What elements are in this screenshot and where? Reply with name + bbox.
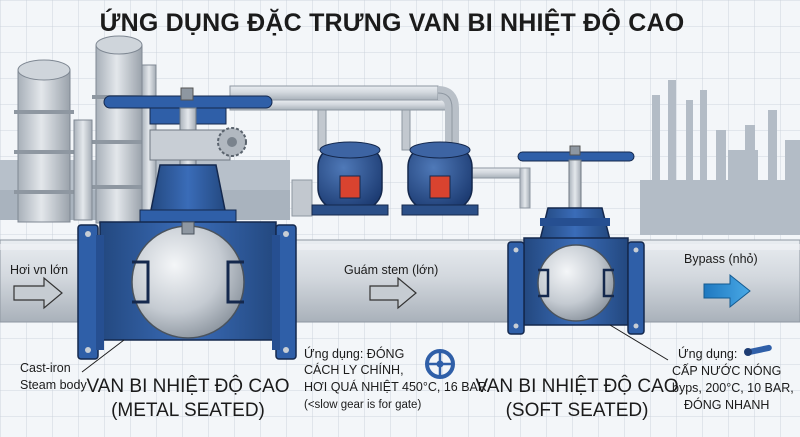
app-right-line4: ĐÓNG NHANH: [684, 397, 769, 412]
right-callout-line: [609, 324, 669, 361]
gear-icon: [149, 127, 247, 161]
flow-label-left: Hơi vn lớn: [10, 263, 68, 277]
flow-label-right: Bypass (nhỏ): [684, 252, 758, 266]
boiler-right: [401, 141, 479, 216]
app-left-line3: HƠI QUÁ NHIỆT 450°C, 16 BAR: [304, 379, 487, 394]
flow-arrow-right: [703, 273, 751, 309]
app-right-line3: byps, 200°C, 10 BAR,: [672, 381, 794, 395]
app-left-line2: CÁCH LY CHÍNH,: [304, 362, 404, 377]
boiler-left: [311, 141, 389, 216]
app-left-line1: Ứng dụng: ĐÓNG: [304, 346, 404, 361]
page-title: ỨNG DỤNG ĐẶC TRƯNG VAN BI NHIỆT ĐỘ CAO: [100, 7, 685, 37]
valve-right-type: (SOFT SEATED): [506, 400, 649, 421]
soft-seated-valve: [507, 145, 645, 335]
metal-seated-valve: [77, 87, 297, 360]
body-label-line1: Cast-iron: [20, 361, 71, 375]
handwheel-small-icon: [425, 349, 455, 379]
flow-arrow-left: [13, 276, 63, 310]
flow-arrow-middle: [369, 276, 417, 310]
app-right-line1: Ứng dụng:: [678, 346, 737, 361]
body-label-line2: Steam body: [20, 378, 87, 392]
flame-window-right: [429, 175, 451, 199]
handwheel-left-icon: [103, 87, 273, 125]
storage-tank-middle: [92, 35, 146, 224]
app-left-line4: (<slow gear is for gate): [304, 399, 421, 411]
lever-handle-icon: [744, 344, 772, 356]
flame-window-left: [339, 175, 361, 199]
valve-left-name: VAN BI NHIỆT ĐỘ CAO: [86, 375, 289, 397]
valve-right-name: VAN BI NHIỆT ĐỘ CAO: [475, 375, 678, 397]
storage-tank-left: [14, 59, 74, 223]
app-right-line2: CẤP NƯỚC NÓNG: [672, 363, 781, 378]
ball-right: [537, 244, 615, 322]
factory-silhouette: [640, 80, 800, 235]
flow-label-middle: Guám stem (lớn): [344, 263, 438, 277]
valve-left-type: (METAL SEATED): [111, 400, 265, 421]
body-callout-line: [81, 339, 125, 373]
